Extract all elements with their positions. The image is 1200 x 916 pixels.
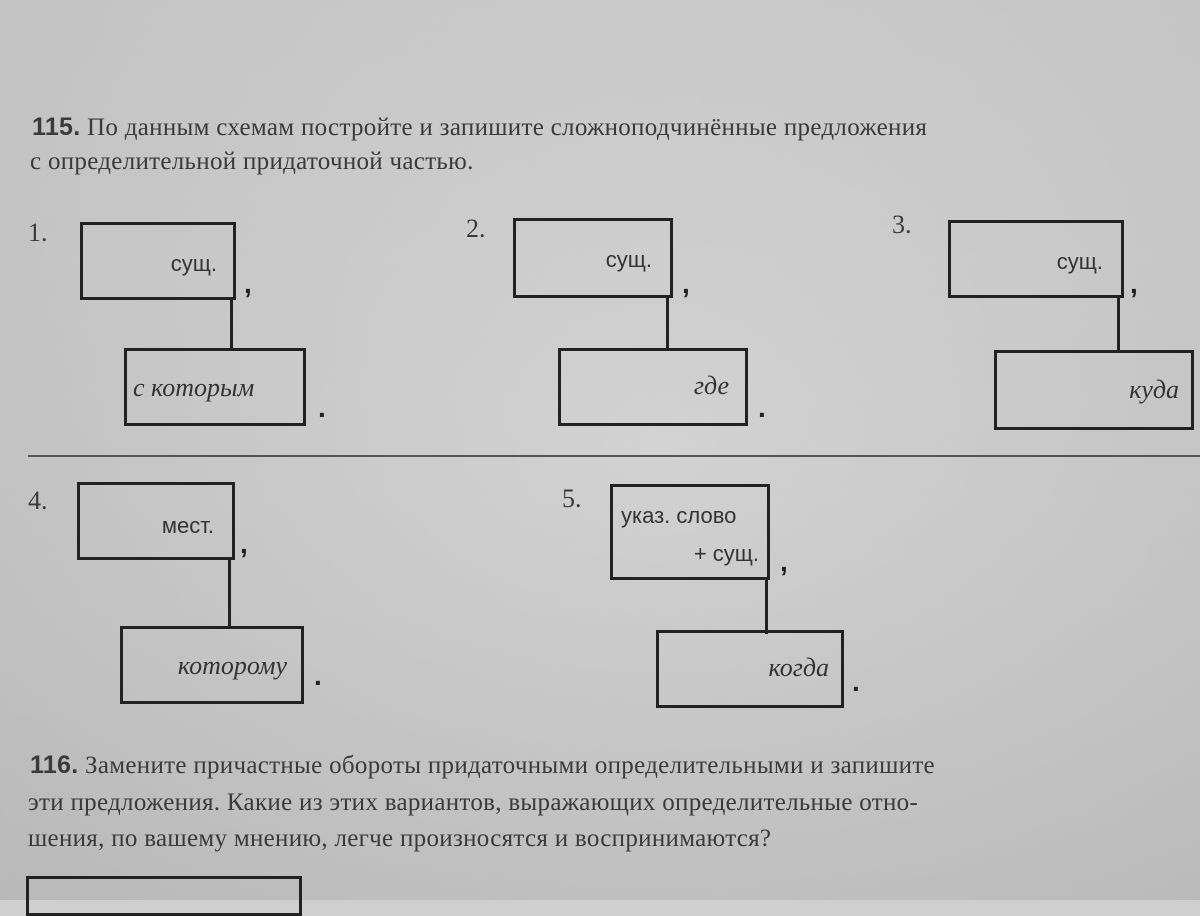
section-divider <box>28 455 1200 457</box>
exercise-115-number: 115. <box>32 113 81 141</box>
scheme-1-period: . <box>318 392 326 423</box>
scheme-5-sub-label: когда <box>768 653 829 682</box>
exercise-115-line2: с определительной придаточной частью. <box>30 145 474 179</box>
scheme-5-main-label-2: + сущ. <box>693 541 759 566</box>
scheme-3-comma: , <box>1130 268 1138 299</box>
scheme-5-main-label-1: указ. слово <box>621 503 737 528</box>
exercise-116-text-3: шения, по вашему мнению, легче произнося… <box>28 825 772 852</box>
scheme-5-main-box: указ. слово + сущ. <box>610 484 770 580</box>
scheme-1-sub-label: с которым <box>133 373 255 402</box>
scheme-1-comma: , <box>244 268 252 299</box>
exercise-115-text-2: с определительной придаточной частью. <box>30 148 474 175</box>
scheme-5-connector <box>765 578 768 634</box>
scheme-3-sub-label: куда <box>1129 375 1179 404</box>
scheme-3-connector <box>1117 296 1120 352</box>
scheme-4-comma: , <box>240 528 248 559</box>
scheme-3-main-box: сущ. <box>948 220 1124 298</box>
scheme-4-sub-label: которому <box>177 651 287 680</box>
scheme-3-sub-box: куда <box>994 350 1194 430</box>
scheme-2-main-box: сущ. <box>513 218 673 298</box>
scheme-4-sub-box: которому <box>120 626 304 704</box>
scheme-5-comma: , <box>780 546 788 577</box>
scheme-4-period: . <box>314 660 322 691</box>
scheme-1-connector <box>230 298 233 350</box>
exercise-116-line2: эти предложения. Какие из этих вариантов… <box>28 786 918 820</box>
scheme-2-number: 2. <box>466 214 486 243</box>
exercise-115-line1: 115. По данным схемам постройте и запиши… <box>32 110 927 145</box>
scheme-2-period: . <box>758 392 766 423</box>
exercise-116-text-1: Замените причастные обороты придаточными… <box>85 752 935 779</box>
scheme-2-main-label: сущ. <box>605 247 652 272</box>
scheme-1-sub-box: с которым <box>124 348 306 426</box>
scheme-2-connector <box>666 296 669 350</box>
scheme-1-main-label: сущ. <box>170 251 217 276</box>
scheme-5-number: 5. <box>562 484 582 513</box>
scheme-2-sub-label: где <box>693 371 729 400</box>
exercise-116-line3: шения, по вашему мнению, легче произнося… <box>28 822 771 856</box>
scheme-5-period: . <box>852 666 860 697</box>
scheme-4-main-box: мест. <box>77 482 235 560</box>
bottom-partial-box <box>26 876 302 916</box>
scheme-4-connector <box>228 558 231 628</box>
exercise-116-text-2: эти предложения. Какие из этих вариантов… <box>28 789 919 816</box>
exercise-115-text-1: По данным схемам постройте и запишите сл… <box>87 114 928 141</box>
scheme-5-sub-box: когда <box>656 630 844 708</box>
scheme-4-main-label: мест. <box>161 513 214 538</box>
scheme-2-sub-box: где <box>558 348 748 426</box>
exercise-116-line1: 116. Замените причастные обороты придато… <box>30 748 935 783</box>
scheme-3-main-label: сущ. <box>1056 249 1103 274</box>
scheme-2-comma: , <box>682 268 690 299</box>
scheme-3-number: 3. <box>892 210 912 239</box>
scheme-1-main-box: сущ. <box>80 222 236 300</box>
exercise-116-number: 116. <box>30 751 79 779</box>
scheme-4-number: 4. <box>28 486 48 515</box>
scheme-1-number: 1. <box>28 218 48 247</box>
